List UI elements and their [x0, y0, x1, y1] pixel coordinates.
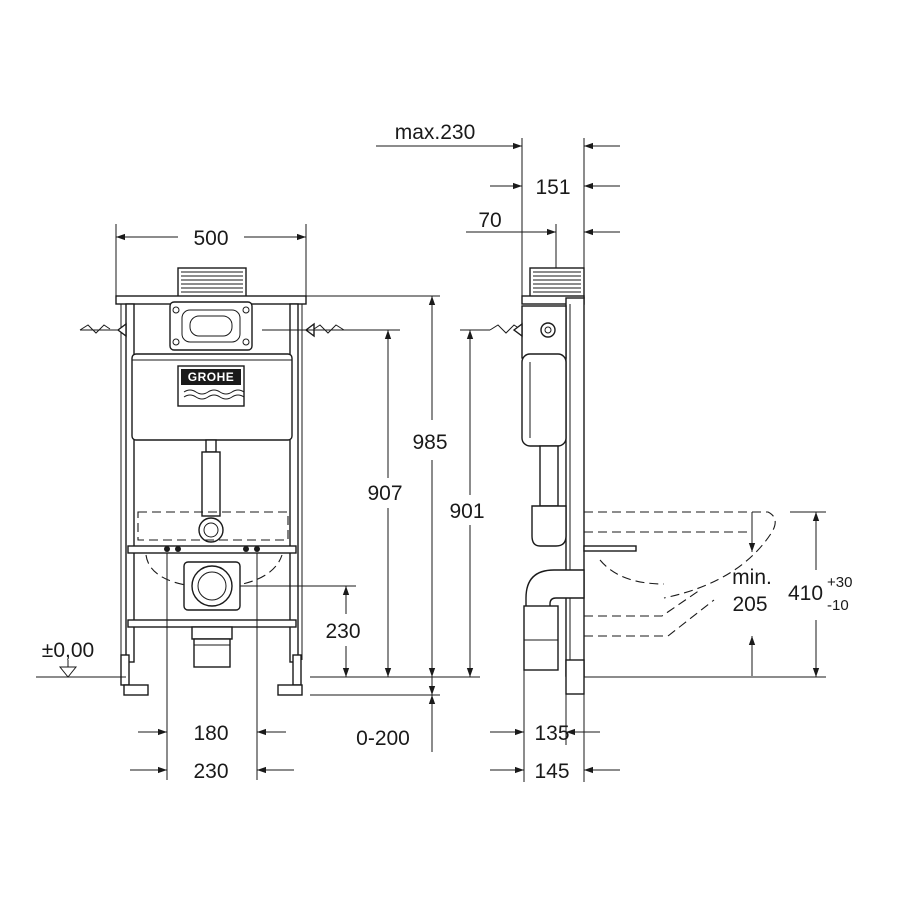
- front-view: GROHE: [79, 267, 345, 696]
- dim-depth-151: 151: [535, 176, 570, 199]
- side-view: [489, 267, 776, 695]
- left-foot: [123, 684, 149, 696]
- dim-depth-135: 135: [534, 722, 569, 745]
- logo-text: GROHE: [188, 370, 235, 384]
- dim-min-label: min.: [732, 566, 772, 589]
- right-foot: [277, 684, 303, 696]
- front-dimensions: 500 985 907 230 0-200 180 230: [36, 224, 480, 783]
- side-cistern: [521, 353, 567, 447]
- side-frame-upright: [565, 297, 585, 677]
- side-drain-bend: [525, 569, 585, 611]
- dim-spacing-230: 230: [193, 760, 228, 783]
- dim-height-985: 985: [412, 431, 447, 454]
- dim-height-230: 230: [325, 620, 360, 643]
- tolerance-minus: -10: [827, 597, 849, 614]
- dim-min-205: 205: [732, 593, 767, 616]
- dim-max-230: max.230: [395, 121, 476, 144]
- tolerance-plus: +30: [827, 574, 852, 591]
- service-opening: [169, 301, 253, 351]
- dim-depth-145: 145: [534, 760, 569, 783]
- frame-left-upright: [125, 303, 135, 663]
- dim-width-500: 500: [193, 227, 228, 250]
- side-drain-pipe: [523, 605, 559, 671]
- dim-bowl-410: 410: [788, 582, 823, 605]
- flush-connector: [198, 517, 224, 543]
- mounting-bar: [127, 545, 297, 554]
- flush-pipe: [201, 451, 221, 517]
- dim-depth-70: 70: [478, 209, 501, 232]
- dim-adjust-0-200: 0-200: [356, 727, 410, 750]
- drain-pipe: [193, 638, 231, 668]
- dim-spacing-180: 180: [193, 722, 228, 745]
- dim-height-907: 907: [367, 482, 402, 505]
- side-dimensions: max.230 151 70 901 135 145 min. 205: [376, 121, 852, 783]
- lower-rail: [127, 619, 297, 628]
- dim-height-901: 901: [449, 500, 484, 523]
- floor-level-label: ±0,00: [42, 639, 94, 662]
- side-mounting-bolt: [583, 545, 637, 552]
